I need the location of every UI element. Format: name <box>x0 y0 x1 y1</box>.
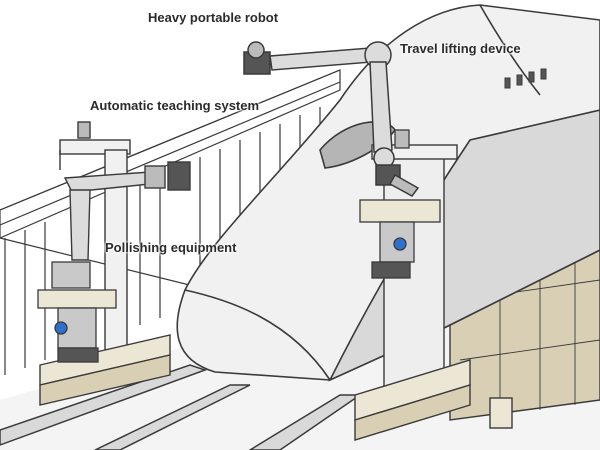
polishing-equipment-left <box>37 261 117 363</box>
label-automatic-teaching-system: Automatic teaching system <box>90 98 260 113</box>
teaching-robot-arm <box>63 121 191 261</box>
floor-rails <box>0 364 363 450</box>
polishing-equipment-right <box>359 129 441 279</box>
label-travel-lifting-device: Travel lifting device <box>400 41 521 56</box>
label-heavy-portable-robot: Heavy portable robot <box>148 10 279 25</box>
label-polishing-equipment: Pollishing equipment <box>105 240 237 255</box>
heavy-portable-robot <box>243 41 420 197</box>
